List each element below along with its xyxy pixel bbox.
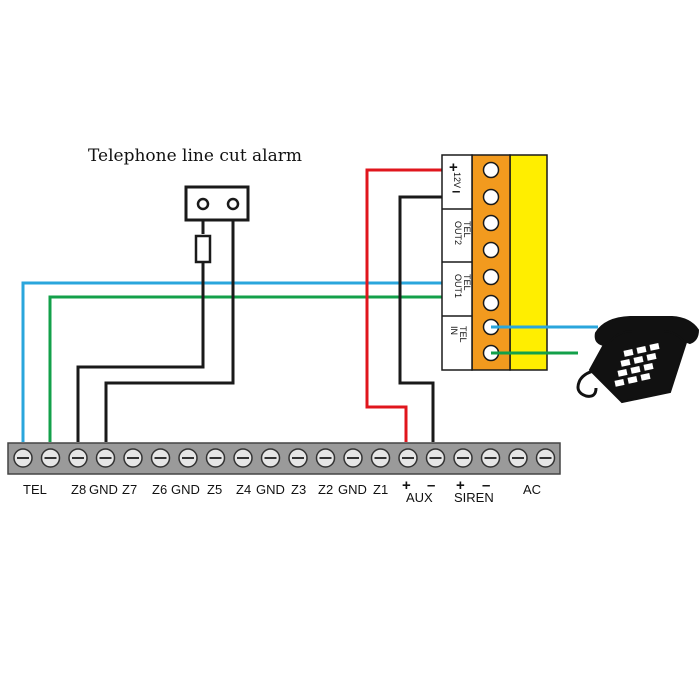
module-in-label: IN	[449, 326, 459, 335]
black-wire-aux	[398, 195, 442, 442]
terminal-label-z6: Z6	[152, 482, 167, 497]
blue-wire-tel	[21, 281, 442, 442]
module-in-sub: TEL	[458, 326, 468, 343]
terminal-label-z4: Z4	[236, 482, 251, 497]
module-terminal-screws	[482, 161, 500, 362]
module-out1-sub: TEL	[462, 274, 472, 291]
diagram-title: Telephone line cut alarm	[88, 146, 302, 166]
terminal-label-gnd: GND	[171, 482, 200, 497]
terminal-label-aux: AUX	[406, 490, 433, 505]
red-wire-aux	[365, 168, 442, 442]
terminal-label-gnd: GND	[338, 482, 367, 497]
resistor-icon	[194, 234, 212, 264]
black-wire-gnd	[104, 212, 235, 442]
terminal-label-siren-plus: +	[456, 477, 465, 494]
terminal-label-z7: Z7	[122, 482, 137, 497]
terminal-label-z1: Z1	[373, 482, 388, 497]
terminal-label-ac: AC	[523, 482, 541, 497]
terminal-label-z3: Z3	[291, 482, 306, 497]
terminal-label-z8: Z8	[71, 482, 86, 497]
terminal-label-gnd: GND	[89, 482, 118, 497]
terminal-label-siren: SIREN	[454, 490, 494, 505]
terminal-label-aux-minus: –	[427, 477, 435, 494]
telephone-icon	[576, 316, 700, 404]
black-wire-z8	[76, 262, 205, 442]
terminal-label-gnd: GND	[256, 482, 285, 497]
terminal-label-tel: TEL	[23, 482, 47, 497]
module-out2-label: OUT2	[453, 221, 463, 245]
switch-icon	[184, 185, 250, 222]
terminal-label-aux-plus: +	[402, 477, 411, 494]
module-power-minus: –	[452, 183, 460, 200]
module-out2-sub: TEL	[462, 221, 472, 238]
terminal-label-z5: Z5	[207, 482, 222, 497]
terminal-strip	[7, 442, 561, 475]
green-wire-tel	[48, 295, 442, 442]
module-power-label: 12V	[452, 172, 462, 188]
terminal-label-siren-minus: –	[482, 477, 490, 494]
module-power-plus: +	[449, 159, 458, 176]
terminal-screws	[13, 448, 556, 468]
module-out1-label: OUT1	[453, 274, 463, 298]
terminal-label-z2: Z2	[318, 482, 333, 497]
